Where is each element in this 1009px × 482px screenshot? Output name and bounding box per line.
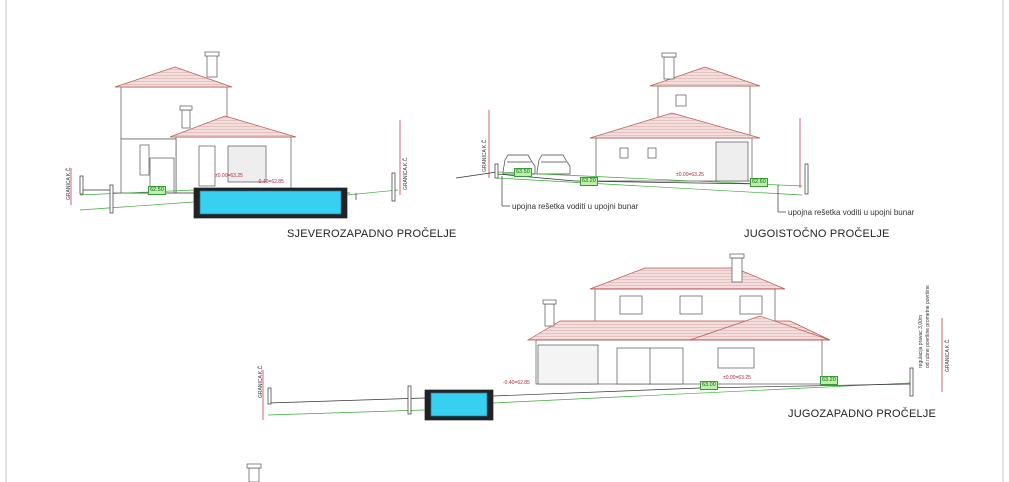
nw-level-house: ±0.00=63.25	[215, 173, 243, 179]
se-level-c: 62.60	[750, 178, 768, 187]
nw-elevation-title: SJEVEROZAPADNO PROČELJE	[287, 228, 457, 240]
northwest-elevation	[70, 51, 401, 219]
se-boundary-left: GRANICA K.Č.	[482, 138, 488, 172]
sw-level-a: 63.00	[700, 381, 718, 390]
sw-level-pool: -0.40=62.85	[503, 380, 530, 386]
se-level-house: ±0.00=63.25	[676, 172, 704, 178]
bottom-partial-drawing	[246, 463, 262, 482]
sw-level-house: ±0.00=63.25	[723, 375, 751, 381]
se-drain-note-left: upojna rešetka voditi u upojni bunar	[512, 202, 639, 211]
nw-boundary-left: GRANICA K.Č.	[66, 166, 72, 200]
nw-level-ground: 62.50	[148, 186, 166, 195]
se-drain-note-right: upojna rešetka voditi u upojni bunar	[788, 208, 915, 217]
southeast-elevation	[455, 52, 809, 213]
sw-boundary-right: GRANICA K.Č.	[945, 338, 951, 372]
sw-note-right-1: regulacija pravac 3,00m	[918, 314, 924, 368]
se-level-a: 63.50	[514, 168, 532, 177]
se-elevation-title: JUGOISTOČNO PROČELJE	[744, 228, 890, 240]
sw-level-b: 63.20	[820, 376, 838, 385]
southwest-elevation	[262, 253, 943, 421]
sw-elevation-title: JUGOZAPADNO PROČELJE	[788, 408, 937, 420]
se-level-b: 63.20	[580, 177, 598, 186]
sw-boundary-left: GRANICA K.Č.	[258, 364, 264, 398]
sw-note-right-2: od rubne površine prometne površine	[925, 285, 931, 368]
nw-level-pool: -0.40=62.85	[257, 179, 284, 185]
nw-boundary-right: GRANICA K.Č.	[403, 156, 409, 190]
